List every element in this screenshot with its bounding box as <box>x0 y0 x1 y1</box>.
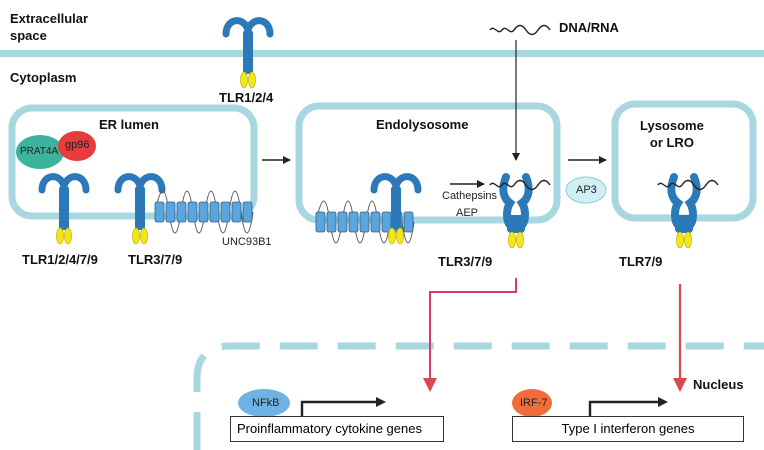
ligand-icon <box>489 24 551 36</box>
tlr-er-left-icon <box>42 177 86 244</box>
nfkb-label: NFkB <box>252 397 280 409</box>
unc93b1-label: UNC93B1 <box>222 236 272 248</box>
interferon-genes-box: Type I interferon genes <box>512 416 744 442</box>
gp96-label: gp96 <box>65 139 90 151</box>
tlr-endo-bound-icon <box>490 177 550 248</box>
aep-label: AEP <box>456 207 479 219</box>
tss-arrow-irf <box>588 400 660 416</box>
tlr-endo-label: TLR3/7/9 <box>438 254 493 269</box>
tss-arrowhead-irf <box>658 397 668 407</box>
nfkb-blob <box>238 389 290 417</box>
gp96-blob <box>58 131 96 161</box>
prat4a-label: PRAT4A <box>20 146 59 157</box>
nfkb-signal-arrow <box>429 278 517 384</box>
nuclear-membrane <box>193 342 764 450</box>
tlr-endo-unbound-icon <box>374 177 418 244</box>
nfkb-arrowhead <box>423 378 437 392</box>
irf7-label: IRF-7 <box>520 397 548 409</box>
er-lumen-label: ER lumen <box>99 117 159 132</box>
prat4a-blob <box>16 135 64 169</box>
irf-arrowhead <box>673 378 687 392</box>
cathepsins-label: Cathepsins <box>442 190 498 202</box>
er-compartment <box>8 104 258 220</box>
tss-arrow-nfkb <box>300 400 378 416</box>
lysosome-label: Lysosome or LRO <box>640 118 704 150</box>
tlr-er-right-label: TLR3/7/9 <box>128 252 183 267</box>
tlr-lyso-label: TLR7/9 <box>619 254 663 269</box>
nucleus-label: Nucleus <box>693 377 744 392</box>
proinflammatory-genes-box: Proinflammatory cytokine genes <box>230 416 444 442</box>
irf7-blob <box>512 389 552 417</box>
tlr-surface-label: TLR1/2/4 <box>219 90 274 105</box>
plasma-membrane <box>0 50 764 57</box>
cytoplasm-label: Cytoplasm <box>10 70 77 85</box>
tlr-er-left-label: TLR1/2/4/7/9 <box>22 252 98 267</box>
tlr-lyso-icon <box>658 177 718 248</box>
ap3-blob <box>565 176 607 204</box>
ligand-label: DNA/RNA <box>559 20 619 35</box>
extracellular-label: Extracellular space <box>10 11 89 43</box>
ap3-label: AP3 <box>576 184 597 196</box>
endolysosome-compartment <box>295 102 561 224</box>
unc93b1-er-icon <box>154 190 254 234</box>
endolysosome-label: Endolysosome <box>376 117 469 132</box>
tss-arrowhead-nfkb <box>376 397 386 407</box>
